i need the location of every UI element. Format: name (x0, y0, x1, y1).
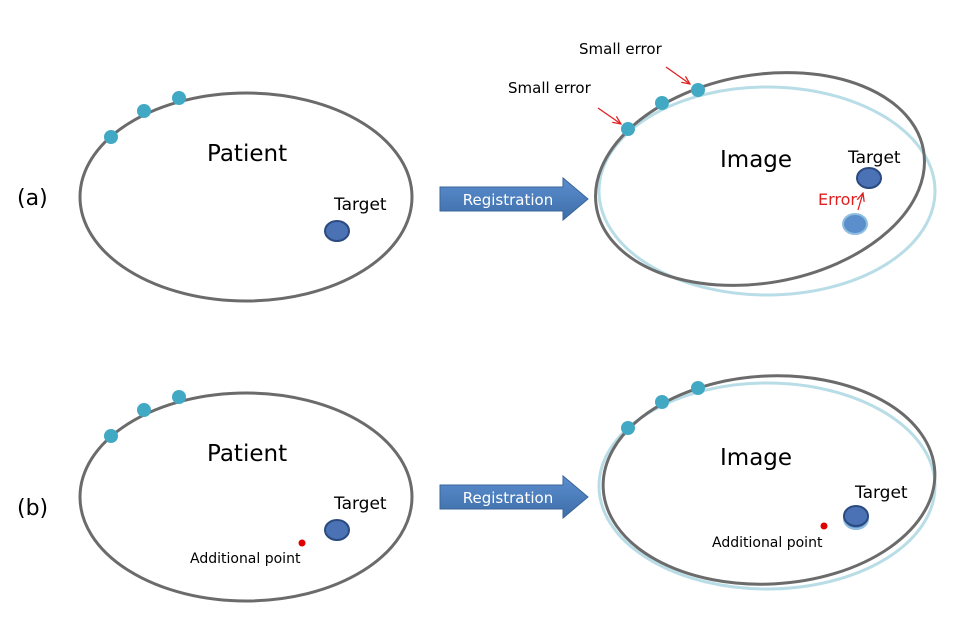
target-marker (324, 519, 350, 541)
additional-point-label: Additional point (712, 535, 823, 551)
patient-label: Patient (207, 441, 287, 467)
registration-label: Registration (463, 489, 553, 507)
registered-target-marker (856, 167, 882, 189)
registration-label: Registration (463, 191, 553, 209)
target-label: Target (333, 494, 387, 514)
patient-outline (78, 91, 414, 303)
image-label: Image (720, 147, 792, 173)
small-error-label: Small error (579, 40, 663, 58)
target-label: Target (333, 195, 387, 215)
fiducial-marker (137, 104, 151, 118)
fiducial-marker (172, 390, 186, 404)
fiducial-marker (104, 429, 118, 443)
fiducial-marker (104, 130, 118, 144)
fiducial-marker (621, 421, 635, 435)
registered-target-marker (843, 505, 869, 527)
patient-label: Patient (207, 141, 287, 167)
true-position-outline (597, 85, 937, 297)
small-error-arrow (665, 66, 690, 84)
small-error-arrow (597, 107, 621, 124)
image-outline (594, 71, 926, 287)
additional-point-marker (298, 539, 306, 547)
additional-point-label: Additional point (190, 551, 301, 567)
fiducial-marker (655, 395, 669, 409)
fiducial-marker (655, 96, 669, 110)
error-arrow (858, 193, 863, 211)
fiducial-marker (137, 403, 151, 417)
registration-arrow (439, 474, 589, 520)
registration-arrow (439, 176, 589, 222)
image-outline (601, 374, 937, 586)
panel-b-label: (b) (17, 496, 48, 521)
fiducial-marker (621, 122, 635, 136)
error-label: Error (818, 190, 857, 209)
panel-a-label: (a) (17, 186, 48, 211)
panel-a: (a) Patient Target Registration Image Sm… (17, 40, 937, 303)
image-target-label: Target (847, 148, 901, 168)
fiducial-marker (172, 91, 186, 105)
true-target-marker (842, 213, 868, 235)
fiducial-marker (691, 83, 705, 97)
patient-outline (78, 391, 414, 603)
target-marker (324, 220, 350, 242)
fiducial-marker (691, 381, 705, 395)
image-target-label: Target (854, 483, 908, 503)
image-label: Image (720, 445, 792, 471)
additional-point-marker (820, 522, 828, 530)
panel-b: (b) Patient Target Additional point Regi… (17, 374, 937, 603)
small-error-label: Small error (508, 79, 592, 97)
